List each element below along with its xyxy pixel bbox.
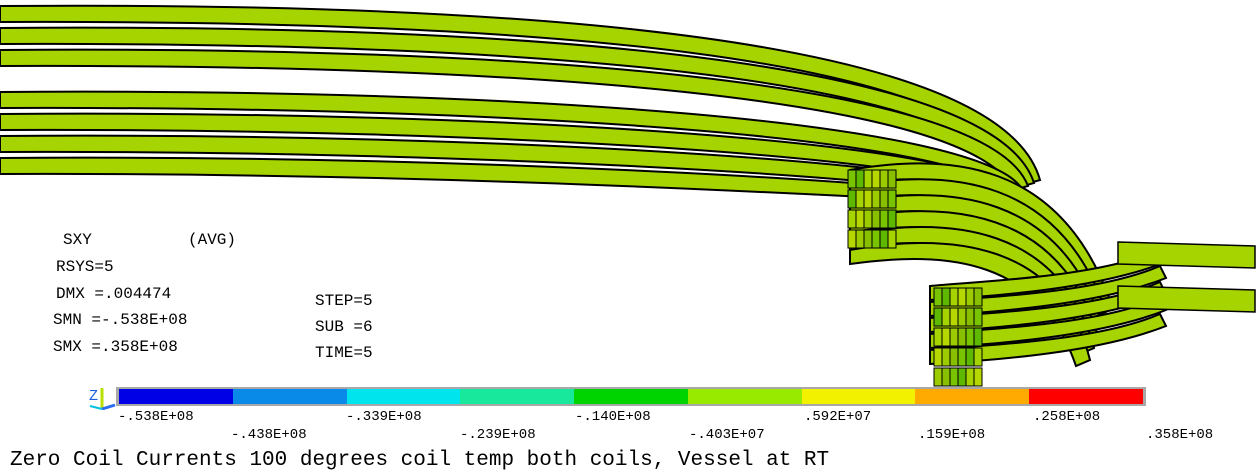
coil-cross-section-block xyxy=(957,307,967,327)
coil-cross-section-block xyxy=(879,209,889,229)
coil-cross-section-block xyxy=(863,189,873,209)
result-item-label: SXY xyxy=(63,231,92,249)
coil-cross-section-block xyxy=(855,189,865,209)
coil-cross-section-block xyxy=(933,307,943,327)
legend-band-1 xyxy=(119,389,233,404)
coil-cross-section-block xyxy=(941,347,951,367)
time-label: TIME=5 xyxy=(315,344,373,362)
coil-cross-section-block xyxy=(957,327,967,347)
coil-cross-section-block xyxy=(863,209,873,229)
legend-band-2 xyxy=(232,389,347,404)
coil-cross-section-block xyxy=(847,209,857,229)
result-avg-label: (AVG) xyxy=(188,231,237,249)
legend-tick-label: .592E+07 xyxy=(804,409,872,425)
coil-cross-section-block xyxy=(847,189,857,209)
inner-coil-band xyxy=(849,242,1092,368)
coil-cross-section-block xyxy=(973,367,983,387)
coil-cross-section-block xyxy=(957,347,967,367)
coil-cross-section-block xyxy=(965,347,975,367)
coil-cross-section-block xyxy=(949,367,959,387)
coil-cross-section-block xyxy=(879,169,889,189)
legend-band-6 xyxy=(687,389,802,404)
rsys-label: RSYS=5 xyxy=(56,258,114,276)
legend-band-9 xyxy=(1029,389,1144,404)
coil-cross-section-block xyxy=(957,287,967,307)
legend-tick-label: -.239E+08 xyxy=(460,427,536,443)
coil-cross-section-block xyxy=(871,229,881,249)
coil-cross-section-block xyxy=(949,307,959,327)
coil-cross-section-block xyxy=(847,169,857,189)
coil-cross-section-block xyxy=(847,229,857,249)
coil-cross-section-block xyxy=(855,169,865,189)
coil-cross-section-block xyxy=(871,169,881,189)
coil-cross-section-block xyxy=(949,327,959,347)
coil-cross-section-block xyxy=(941,327,951,347)
coil-cross-section-block xyxy=(863,229,873,249)
plot-caption: Zero Coil Currents 100 degrees coil temp… xyxy=(10,449,830,472)
legend-tick-label: .358E+08 xyxy=(1146,427,1214,443)
dmx-label: DMX =.004474 xyxy=(56,285,172,303)
lower-coil-band xyxy=(929,264,1168,318)
coil-cross-section-block xyxy=(855,209,865,229)
coil-cross-section-block xyxy=(933,327,943,347)
color-legend-bar xyxy=(116,387,1146,406)
coil-cross-section-block xyxy=(973,307,983,327)
legend-tick-label: -.538E+08 xyxy=(118,409,194,425)
sub-label: SUB =6 xyxy=(315,318,373,336)
coil-cross-section-block xyxy=(933,367,943,387)
coil-cross-section-block xyxy=(965,367,975,387)
coil-cross-section-block xyxy=(879,229,889,249)
legend-tick-label: -.140E+08 xyxy=(575,409,651,425)
step-label: STEP=5 xyxy=(315,292,373,310)
legend-tick-label: .159E+08 xyxy=(918,427,986,443)
axis-triad-icon xyxy=(89,388,116,410)
coil-cross-section-block xyxy=(941,287,951,307)
coil-cross-section-block xyxy=(887,229,897,249)
lower-coil-band xyxy=(929,312,1168,366)
coil-cross-section-block xyxy=(973,347,983,367)
legend-band-3 xyxy=(346,389,461,404)
coil-cross-section-block xyxy=(965,327,975,347)
legend-band-7 xyxy=(801,389,916,404)
legend-band-4 xyxy=(460,389,575,404)
coil-cross-section-block xyxy=(887,209,897,229)
coil-cross-section-block xyxy=(957,367,967,387)
coil-cross-section-block xyxy=(933,347,943,367)
coil-cross-section-block xyxy=(887,189,897,209)
legend-tick-label: -.403E+07 xyxy=(689,427,765,443)
smx-label: SMX =.358E+08 xyxy=(53,338,178,356)
smn-label: SMN =-.538E+08 xyxy=(53,311,188,329)
coil-cross-section-block xyxy=(973,327,983,347)
legend-tick-label: .258E+08 xyxy=(1033,409,1101,425)
legend-band-5 xyxy=(574,389,688,404)
coil-cross-section-block xyxy=(949,287,959,307)
coil-cross-section-block xyxy=(965,287,975,307)
coil-cross-section-block xyxy=(941,367,951,387)
legend-tick-label: -.339E+08 xyxy=(346,409,422,425)
coil-cross-section-block xyxy=(933,287,943,307)
coil-cross-section-block xyxy=(879,189,889,209)
coil-cross-section-block xyxy=(871,189,881,209)
right-connector-bands xyxy=(1117,241,1256,313)
coil-cross-section-block xyxy=(973,287,983,307)
axis-z-label: Z xyxy=(89,388,99,405)
coil-cross-section-block xyxy=(949,347,959,367)
coil-end-blocks xyxy=(847,169,983,387)
coil-cross-section-block xyxy=(887,169,897,189)
coil-cross-section-block xyxy=(871,209,881,229)
coil-cross-section-block xyxy=(965,307,975,327)
legend-tick-label: -.438E+08 xyxy=(231,427,307,443)
coil-cross-section-block xyxy=(855,229,865,249)
coil-cross-section-block xyxy=(863,169,873,189)
coil-cross-section-block xyxy=(941,307,951,327)
legend-band-8 xyxy=(915,389,1030,404)
